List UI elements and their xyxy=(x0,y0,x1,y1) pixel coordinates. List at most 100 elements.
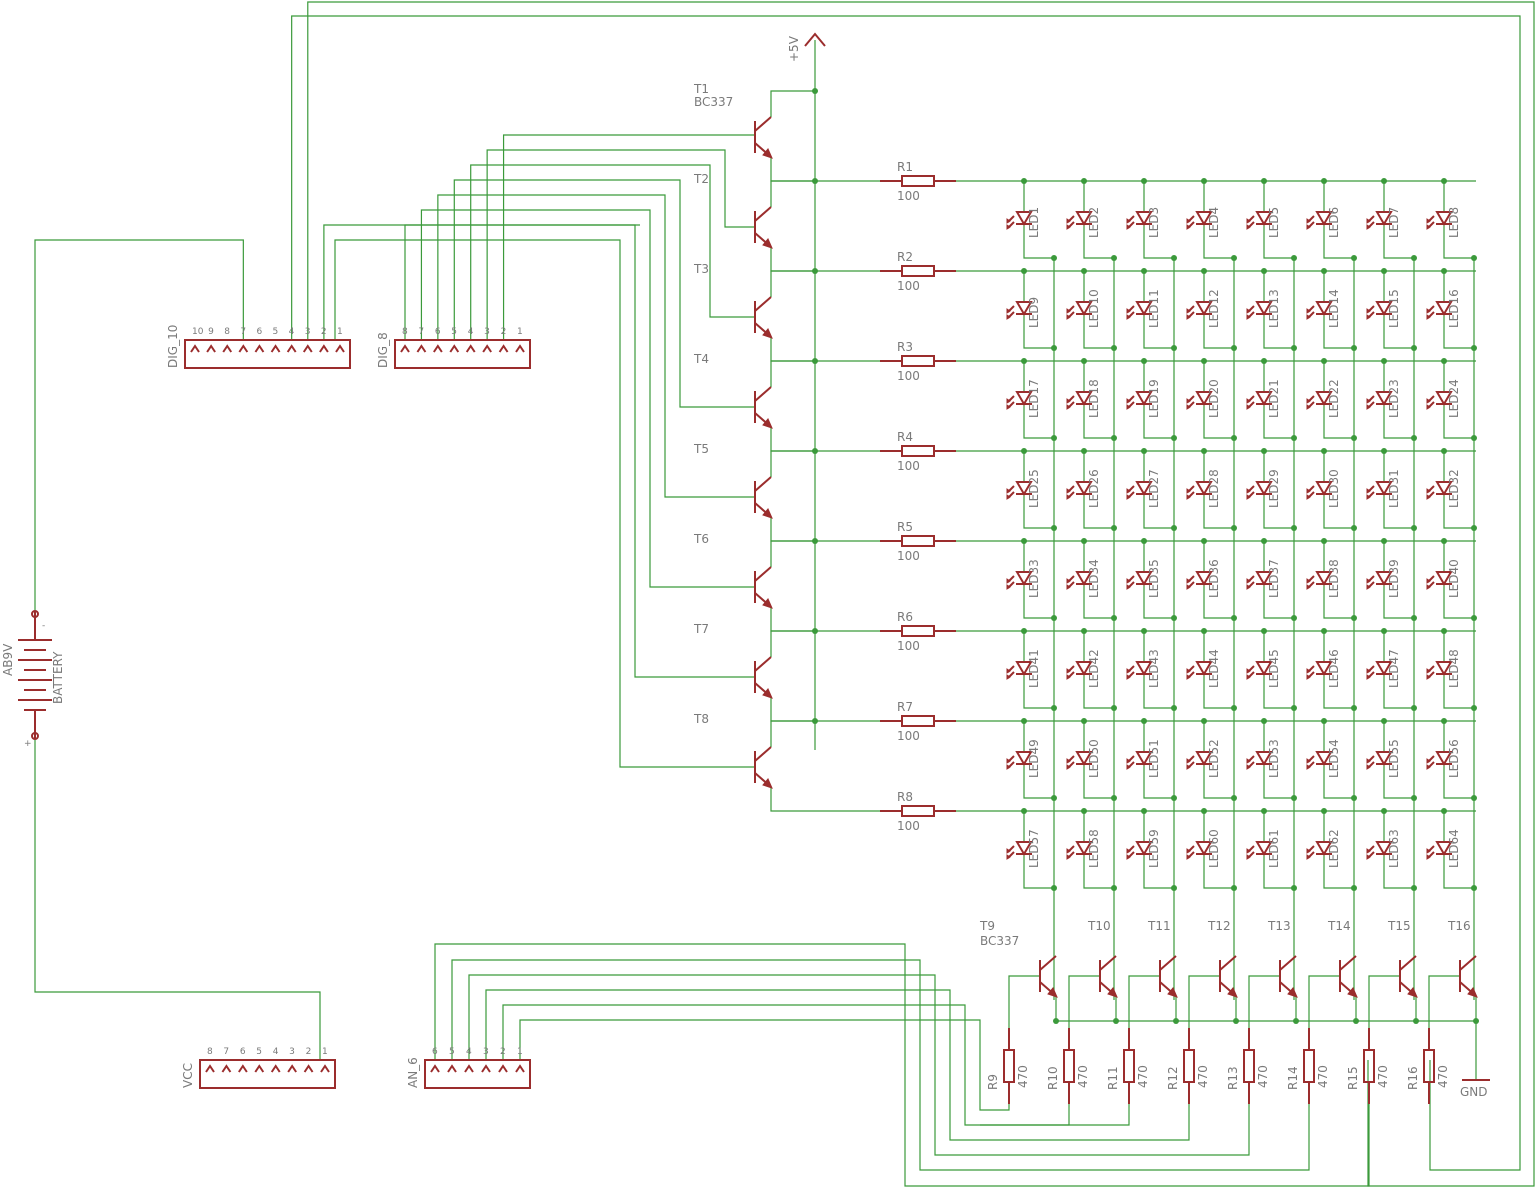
battery-symbol xyxy=(18,610,52,740)
led-label: LED1 xyxy=(1027,207,1041,238)
led-label: LED15 xyxy=(1387,289,1401,328)
base-wire xyxy=(1308,975,1340,1028)
led-label: LED11 xyxy=(1147,289,1161,328)
led-21 xyxy=(1246,391,1273,410)
led-label: LED48 xyxy=(1447,649,1461,688)
battery-type: BATTERY xyxy=(51,651,65,704)
an6-wire xyxy=(519,1019,1010,1111)
led-cathode-wire xyxy=(1263,314,1294,349)
junction-dot xyxy=(1173,1018,1179,1024)
led-cathode-wire xyxy=(1083,764,1114,799)
led-label: LED54 xyxy=(1327,739,1341,778)
led-49 xyxy=(1006,751,1033,770)
resistor-name: R5 xyxy=(897,520,913,534)
collector-wire xyxy=(770,450,815,477)
led-label: LED39 xyxy=(1387,559,1401,598)
emitter-wire xyxy=(770,427,880,452)
pin-number: 4 xyxy=(468,327,474,337)
transistor-name: T15 xyxy=(1387,919,1411,933)
led-label: LED17 xyxy=(1027,379,1041,418)
led-54 xyxy=(1306,751,1333,770)
connector-label: AN_6 xyxy=(406,1057,420,1088)
pin-number: 8 xyxy=(402,327,408,337)
led-cathode-wire xyxy=(1383,674,1414,709)
transistor-value: BC337 xyxy=(694,95,733,109)
resistor-value: 470 xyxy=(1016,1065,1030,1088)
led-cathode-wire xyxy=(1023,494,1054,529)
led-44 xyxy=(1186,661,1213,680)
led-label: LED61 xyxy=(1267,829,1281,868)
an6-wire xyxy=(468,974,1250,1156)
led-cathode-wire xyxy=(1143,854,1174,889)
led-cathode-wire xyxy=(1263,854,1294,889)
led-cathode-wire xyxy=(1443,314,1474,349)
led-label: LED8 xyxy=(1447,207,1461,238)
led-63 xyxy=(1366,841,1393,860)
resistor-value: 470 xyxy=(1076,1065,1090,1088)
resistor-value: 470 xyxy=(1436,1065,1450,1088)
emitter-wire xyxy=(770,607,880,632)
pin-number: 3 xyxy=(484,327,490,337)
led-label: LED62 xyxy=(1327,829,1341,868)
junction-dot xyxy=(1353,1018,1359,1024)
led-cathode-wire xyxy=(1263,674,1294,709)
led-cathode-wire xyxy=(1323,854,1354,889)
pin-number: 4 xyxy=(273,1047,279,1057)
led-label: LED46 xyxy=(1327,649,1341,688)
pin-number: 6 xyxy=(432,1047,438,1057)
collector-wire xyxy=(770,540,815,567)
collector-wire xyxy=(770,720,815,747)
led-8 xyxy=(1426,211,1453,230)
junction-dot xyxy=(812,88,818,94)
battery-name: AB9V xyxy=(1,643,15,676)
led-label: LED7 xyxy=(1387,207,1401,238)
led-cathode-wire xyxy=(1443,764,1474,799)
pin-number: 7 xyxy=(240,327,246,337)
led-35 xyxy=(1126,571,1153,590)
led-label: LED56 xyxy=(1447,739,1461,778)
resistor-value: 100 xyxy=(897,819,920,833)
resistor-value: 470 xyxy=(1196,1065,1210,1088)
led-34 xyxy=(1066,571,1093,590)
pin-number: 1 xyxy=(517,1047,523,1057)
junction-dot xyxy=(812,178,818,184)
led-55 xyxy=(1366,751,1393,770)
led-28 xyxy=(1186,481,1213,500)
led-2 xyxy=(1066,211,1093,230)
led-label: LED51 xyxy=(1147,739,1161,778)
row-resistor-7 xyxy=(880,715,956,727)
pin-number: 6 xyxy=(240,1047,246,1057)
connector-label: DIG_10 xyxy=(166,325,180,368)
collector-wire xyxy=(770,90,815,117)
transistor-name: T5 xyxy=(693,442,709,456)
row-transistor-5 xyxy=(754,476,773,519)
base-wire xyxy=(486,149,755,340)
led-label: LED21 xyxy=(1267,379,1281,418)
led-30 xyxy=(1306,481,1333,500)
collector-wire xyxy=(770,360,815,387)
led-50 xyxy=(1066,751,1093,770)
col-transistor-3 xyxy=(1159,955,1178,998)
transistor-name: T11 xyxy=(1147,919,1171,933)
led-label: LED58 xyxy=(1087,829,1101,868)
led-26 xyxy=(1066,481,1093,500)
led-label: LED33 xyxy=(1027,559,1041,598)
led-label: LED14 xyxy=(1327,289,1341,328)
resistor-name: R15 xyxy=(1346,1066,1360,1090)
led-label: LED18 xyxy=(1087,379,1101,418)
col-resistor-3 xyxy=(1123,1028,1135,1104)
led-cathode-wire xyxy=(1203,404,1234,439)
base-wire xyxy=(420,209,755,588)
resistor-value: 470 xyxy=(1316,1065,1330,1088)
led-label: LED52 xyxy=(1207,739,1221,778)
led-45 xyxy=(1246,661,1273,680)
pin-number: 9 xyxy=(208,327,214,337)
row-transistor-2 xyxy=(754,206,773,249)
dig10-wire xyxy=(307,1,1535,1187)
led-cathode-wire xyxy=(1383,404,1414,439)
pin-number: 3 xyxy=(289,1047,295,1057)
vcc-arrow xyxy=(804,32,826,47)
components xyxy=(18,32,1490,1104)
led-label: LED60 xyxy=(1207,829,1221,868)
led-cathode-wire xyxy=(1203,674,1234,709)
